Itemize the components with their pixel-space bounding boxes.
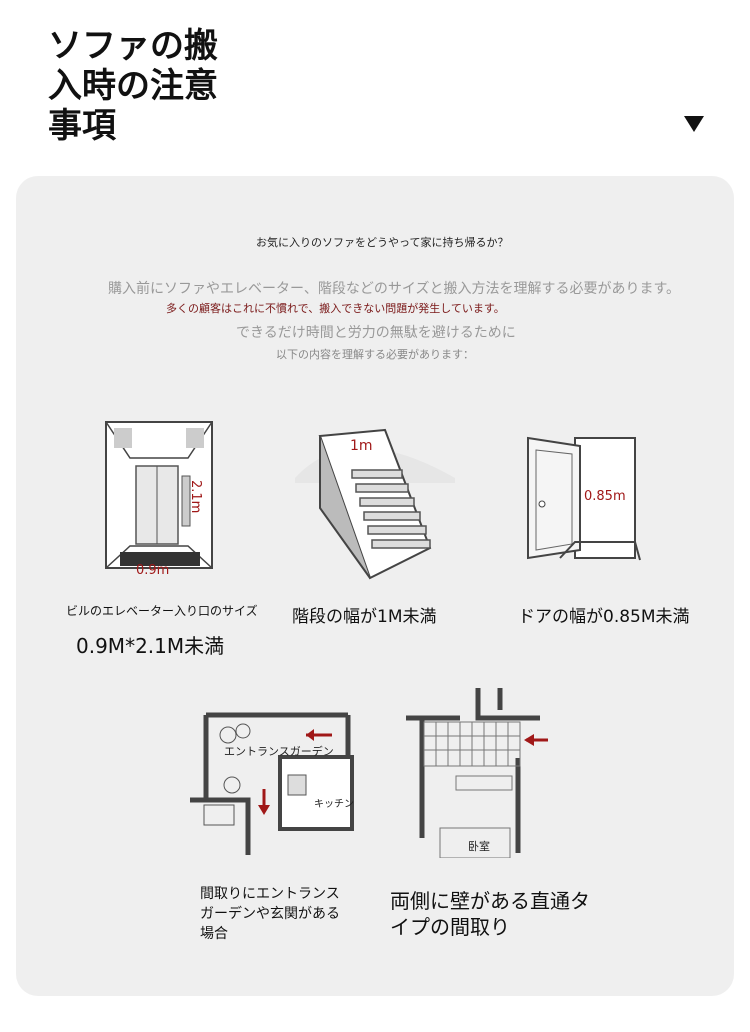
entrance-floorplan-illustration: エントランスガーデン キッチン xyxy=(190,712,354,855)
kitchen-label: キッチン xyxy=(314,798,354,810)
intro-line-3: できるだけ時間と労力の無駄を避けるために xyxy=(236,325,516,341)
elevator-illustration: 0.9m 2.1m xyxy=(105,421,213,578)
content-card xyxy=(16,176,734,996)
straight-floorplan-illustration: 卧室 xyxy=(406,688,548,858)
elevator-width-label: 0.9m xyxy=(136,563,169,578)
door-illustration: 0.85m xyxy=(527,436,641,561)
straight-floorplan-caption: 両側に壁がある直通タイプの間取り xyxy=(390,889,590,939)
intro-line-2: 多くの顧客はこれに不慣れで、搬入できない問題が発生しています。 xyxy=(166,302,505,315)
dropdown-triangle-icon[interactable] xyxy=(684,116,704,132)
elevator-height-label: 2.1m xyxy=(188,480,203,513)
page-title: ソファの搬入時の注意事項 xyxy=(48,26,218,146)
intro-line-1: 購入前にソファやエレベーター、階段などのサイズと搬入方法を理解する必要があります… xyxy=(108,281,681,297)
stairs-width-label: 1m xyxy=(350,438,373,454)
elevator-size-limit: 0.9M*2.1M未満 xyxy=(76,634,225,658)
stairs-caption: 階段の幅が1M未満 xyxy=(292,607,437,627)
stairs-illustration: 1m xyxy=(295,428,455,580)
elevator-caption: ビルのエレベーター入り口のサイズ xyxy=(66,604,258,618)
entrance-floorplan-caption: 間取りにエントランスガーデンや玄関がある場合 xyxy=(200,886,340,942)
bedroom-label: 卧室 xyxy=(468,839,490,853)
entrance-garden-label: エントランスガーデン xyxy=(224,744,334,758)
intro-line-4: 以下の内容を理解する必要があります： xyxy=(276,348,474,361)
intro-question: お気に入りのソファをどうやって家に持ち帰るか？ xyxy=(256,236,509,249)
door-width-label: 0.85m xyxy=(584,489,626,504)
door-caption: ドアの幅が0.85M未満 xyxy=(518,607,690,627)
